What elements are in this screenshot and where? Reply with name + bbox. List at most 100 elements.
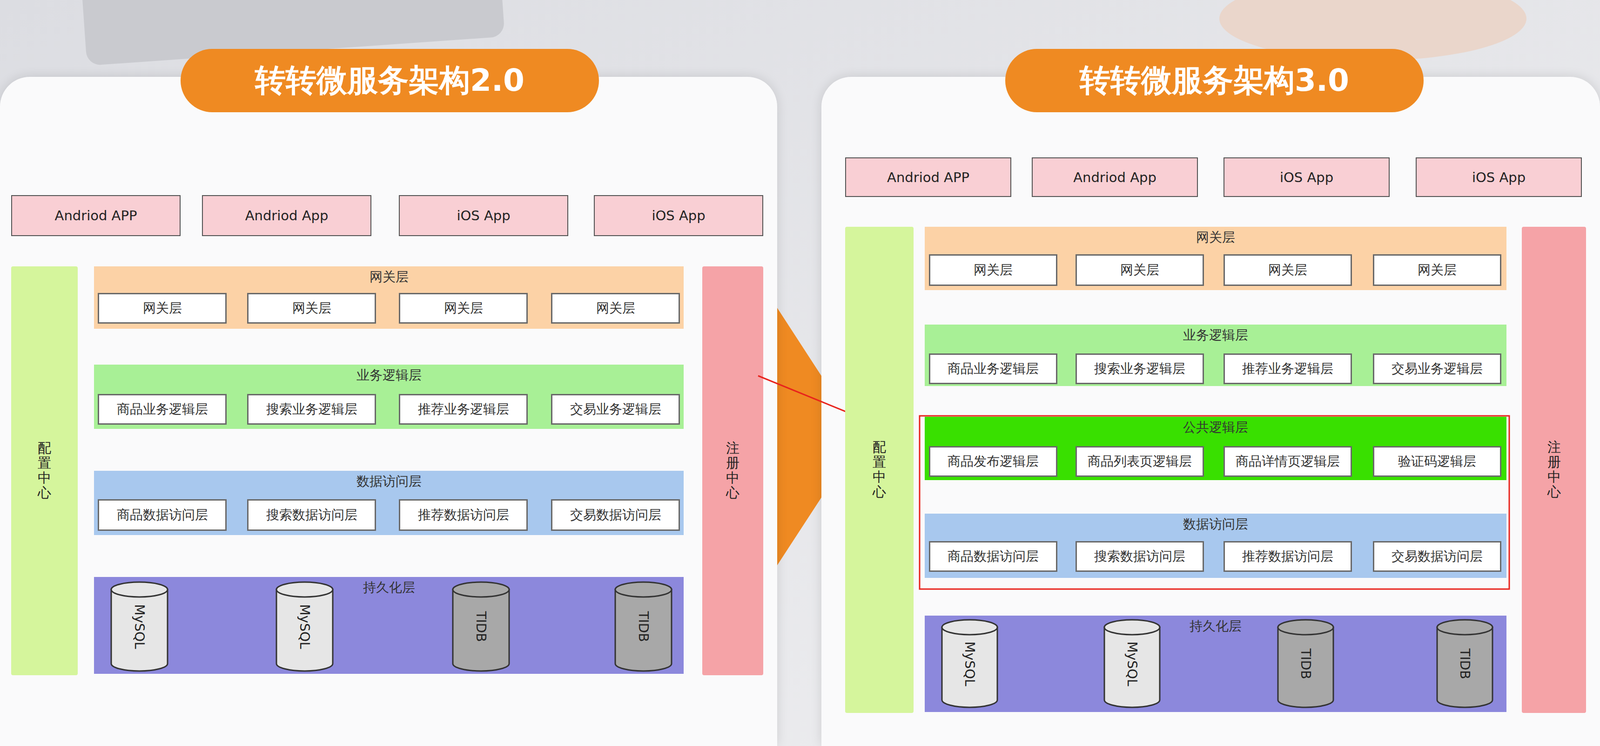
module-label: 网关层 <box>1417 261 1457 279</box>
layer-heading: 数据访问层 <box>94 470 684 490</box>
module-label: 网关层 <box>1120 261 1160 279</box>
cylinder-top <box>1104 619 1160 635</box>
cylinder-top <box>941 619 998 635</box>
cylinder-top <box>1277 619 1334 635</box>
database-cylinder: MySQL <box>1103 619 1161 707</box>
layer-band: 数据访问层商品数据访问层 搜索数据访问层 推荐数据访问层 交易数据访问层 <box>94 470 684 535</box>
layer-band: 数据访问层商品数据访问层 搜索数据访问层 推荐数据访问层 交易数据访问层 <box>924 513 1507 578</box>
client-app-box: iOS App <box>593 194 764 236</box>
panel-title: 转转微服务架构2.0 <box>180 48 599 113</box>
layer-band: 持久化层MySQLMySQLTIDBTIDB <box>94 576 684 674</box>
module-label: 网关层 <box>973 261 1013 279</box>
layer-band: 网关层网关层网关层网关层网关层 <box>94 266 684 329</box>
module-box: 网关层 <box>928 254 1058 286</box>
module-box: 推荐业务逻辑层 <box>1223 353 1352 384</box>
module-box: 推荐数据访问层 <box>1223 540 1352 572</box>
cylinder-body <box>452 589 510 671</box>
database-label: MySQL <box>131 603 148 649</box>
module-box: 网关层 <box>1075 254 1204 286</box>
module-label: 网关层 <box>1268 261 1308 279</box>
module-box: 商品发布逻辑层 <box>928 445 1058 477</box>
module-box: 网关层 <box>1372 254 1502 286</box>
module-box: 商品列表页逻辑层 <box>1075 445 1204 477</box>
module-label: 交易数据访问层 <box>570 505 662 524</box>
cylinder-body <box>615 589 672 671</box>
database-label: TIDB <box>1457 647 1473 679</box>
client-app-box: Andriod APP <box>845 157 1012 197</box>
cylinder-top <box>452 581 510 597</box>
layer-heading: 业务逻辑层 <box>924 324 1507 343</box>
cylinder-top <box>276 581 333 597</box>
module-label: 网关层 <box>142 299 182 317</box>
cylinder-body <box>1437 626 1493 707</box>
module-label: 推荐数据访问层 <box>1242 547 1334 565</box>
app-label: iOS App <box>1472 169 1526 186</box>
app-label: Andriod App <box>245 207 329 224</box>
database-cylinder: TIDB <box>1277 619 1335 707</box>
database-label: MySQL <box>961 640 978 686</box>
database-label: MySQL <box>1124 640 1140 686</box>
database-label: TIDB <box>1297 647 1314 679</box>
layer-band: 持久化层 MySQL MySQL TIDB TIDB <box>924 615 1507 712</box>
module-label: 交易数据访问层 <box>1391 547 1483 565</box>
module-box: 推荐数据访问层 <box>398 498 528 531</box>
layer-heading: 公共逻辑层 <box>924 416 1507 436</box>
module-label: 搜索业务逻辑层 <box>1094 359 1186 378</box>
module-box: 商品业务逻辑层 <box>928 353 1058 384</box>
layer-heading: 持久化层 <box>94 576 684 596</box>
cylinder-top <box>1437 619 1493 635</box>
module-box: 商品数据访问层 <box>928 540 1058 572</box>
bar-label: 注册中心 <box>1547 439 1561 500</box>
module-label: 交易业务逻辑层 <box>570 400 662 418</box>
module-box: 网关层 <box>247 292 377 324</box>
module-label: 交易业务逻辑层 <box>1391 359 1483 378</box>
layer-band: 网关层网关层网关层网关层网关层 <box>924 226 1507 290</box>
module-label: 网关层 <box>292 299 332 317</box>
module-label: 搜索数据访问层 <box>266 505 358 524</box>
module-box: 交易业务逻辑层 <box>1372 353 1502 384</box>
app-label: iOS App <box>651 207 706 224</box>
module-box: 商品数据访问层 <box>97 498 227 531</box>
app-label: Andriod App <box>1073 169 1157 186</box>
layer-band: 业务逻辑层商品业务逻辑层搜索业务逻辑层推荐业务逻辑层交易业务逻辑层 <box>94 364 684 429</box>
database-cylinder: TIDB <box>614 581 673 671</box>
module-label: 网关层 <box>596 299 636 317</box>
layer-band: 公共逻辑层商品发布逻辑层 商品列表页逻辑层 商品详情页逻辑层 验证码逻辑层 <box>924 416 1507 480</box>
module-box: 搜索业务逻辑层 <box>247 393 377 425</box>
architecture-panel: 转转微服务架构3.0Andriod APPAndriod AppiOS Appi… <box>821 76 1600 746</box>
module-box: 网关层 <box>97 292 227 324</box>
cylinder-body <box>941 626 998 707</box>
module-box: 网关层 <box>398 292 528 324</box>
module-box: 搜索数据访问层 <box>1075 540 1204 572</box>
database-cylinder: MySQL <box>275 581 334 671</box>
client-app-box: Andriod App <box>1031 157 1198 197</box>
module-label: 验证码逻辑层 <box>1398 452 1477 471</box>
module-label: 搜索数据访问层 <box>1094 547 1186 565</box>
database-label: MySQL <box>296 603 313 649</box>
layer-heading: 业务逻辑层 <box>94 364 684 384</box>
bar-label: 配置中心 <box>37 440 52 501</box>
cylinder-body <box>276 589 333 671</box>
module-label: 商品列表页逻辑层 <box>1087 452 1192 471</box>
bar-label: 配置中心 <box>872 439 887 500</box>
module-label: 商品详情页逻辑层 <box>1235 452 1340 471</box>
module-box: 验证码逻辑层 <box>1372 445 1502 477</box>
bar-label: 注册中心 <box>726 440 740 501</box>
layer-heading: 数据访问层 <box>924 513 1507 532</box>
cylinder-body <box>111 589 168 671</box>
architecture-panel: 转转微服务架构2.0Andriod APPAndriod AppiOS Appi… <box>0 76 778 746</box>
module-box: 商品业务逻辑层 <box>97 393 227 425</box>
layer-heading: 持久化层 <box>924 615 1507 634</box>
app-label: Andriod APP <box>54 207 138 224</box>
client-app-box: iOS App <box>1415 157 1582 197</box>
side-center-bar: 配置中心 <box>845 226 914 713</box>
client-app-box: Andriod APP <box>11 194 181 236</box>
module-label: 推荐数据访问层 <box>417 505 510 524</box>
module-box: 搜索业务逻辑层 <box>1075 353 1204 384</box>
layer-heading: 网关层 <box>94 266 684 285</box>
module-label: 商品业务逻辑层 <box>947 359 1039 378</box>
module-box: 网关层 <box>551 292 680 324</box>
module-box: 交易数据访问层 <box>551 498 680 531</box>
layer-heading: 网关层 <box>924 226 1507 246</box>
